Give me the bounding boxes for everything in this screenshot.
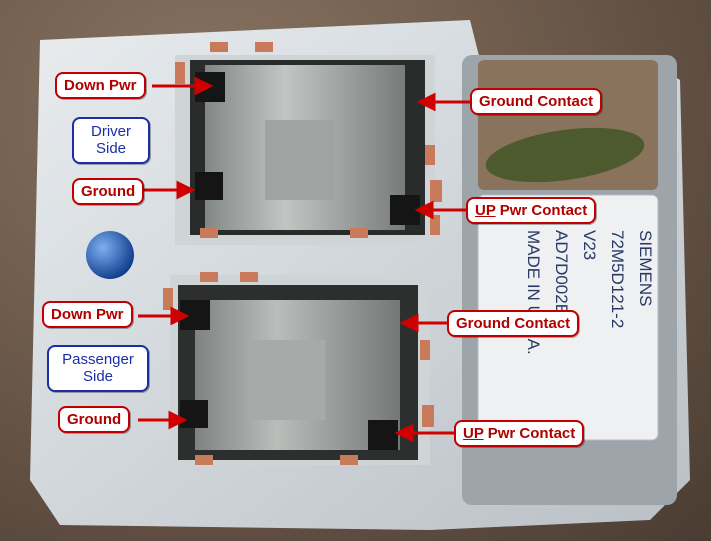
driver-switch-plunger [265,120,335,200]
copper-terminals [163,42,442,465]
label-ground-contact-passenger: Ground Contact [447,310,580,337]
label-down-pwr-driver: Down Pwr [55,72,146,99]
label-ground-contact-driver: Ground Contact [470,88,603,115]
label-down-pwr-passenger: Down Pwr [42,301,133,328]
up-pwr-passenger-up: UP [463,425,484,442]
driver-contact-ground [195,172,223,200]
passenger-side-line2: Side [82,368,114,386]
callout-arrows [138,76,470,443]
passenger-contact-up [368,420,398,450]
label-up-pwr-driver: UP Pwr Contact [466,197,597,224]
passenger-side-line1: Passenger [62,351,134,368]
svg-text:AD7D002E: AD7D002E [552,230,571,315]
driver-side-line1: Driver [91,123,131,140]
passenger-switch-plunger [250,340,325,420]
up-pwr-passenger-rest: Pwr Contact [483,425,576,442]
up-pwr-driver-rest: Pwr Contact [495,202,588,219]
label-up-pwr-passenger: UP Pwr Contact [454,420,585,447]
svg-text:SIEMENS: SIEMENS [636,230,655,307]
svg-text:72M5D121-2: 72M5D121-2 [608,230,627,328]
svg-text:V23: V23 [580,230,599,260]
label-ground-driver: Ground [72,178,145,205]
up-pwr-driver-up: UP [475,202,496,219]
passenger-contact-ground [180,400,208,428]
indicator-led [86,231,134,279]
label-driver-side: Driver Side [72,117,150,164]
capacitor [485,127,645,183]
label-passenger-side: Passenger Side [47,345,149,392]
label-ground-passenger: Ground [58,406,131,433]
driver-side-line2: Side [95,140,127,158]
